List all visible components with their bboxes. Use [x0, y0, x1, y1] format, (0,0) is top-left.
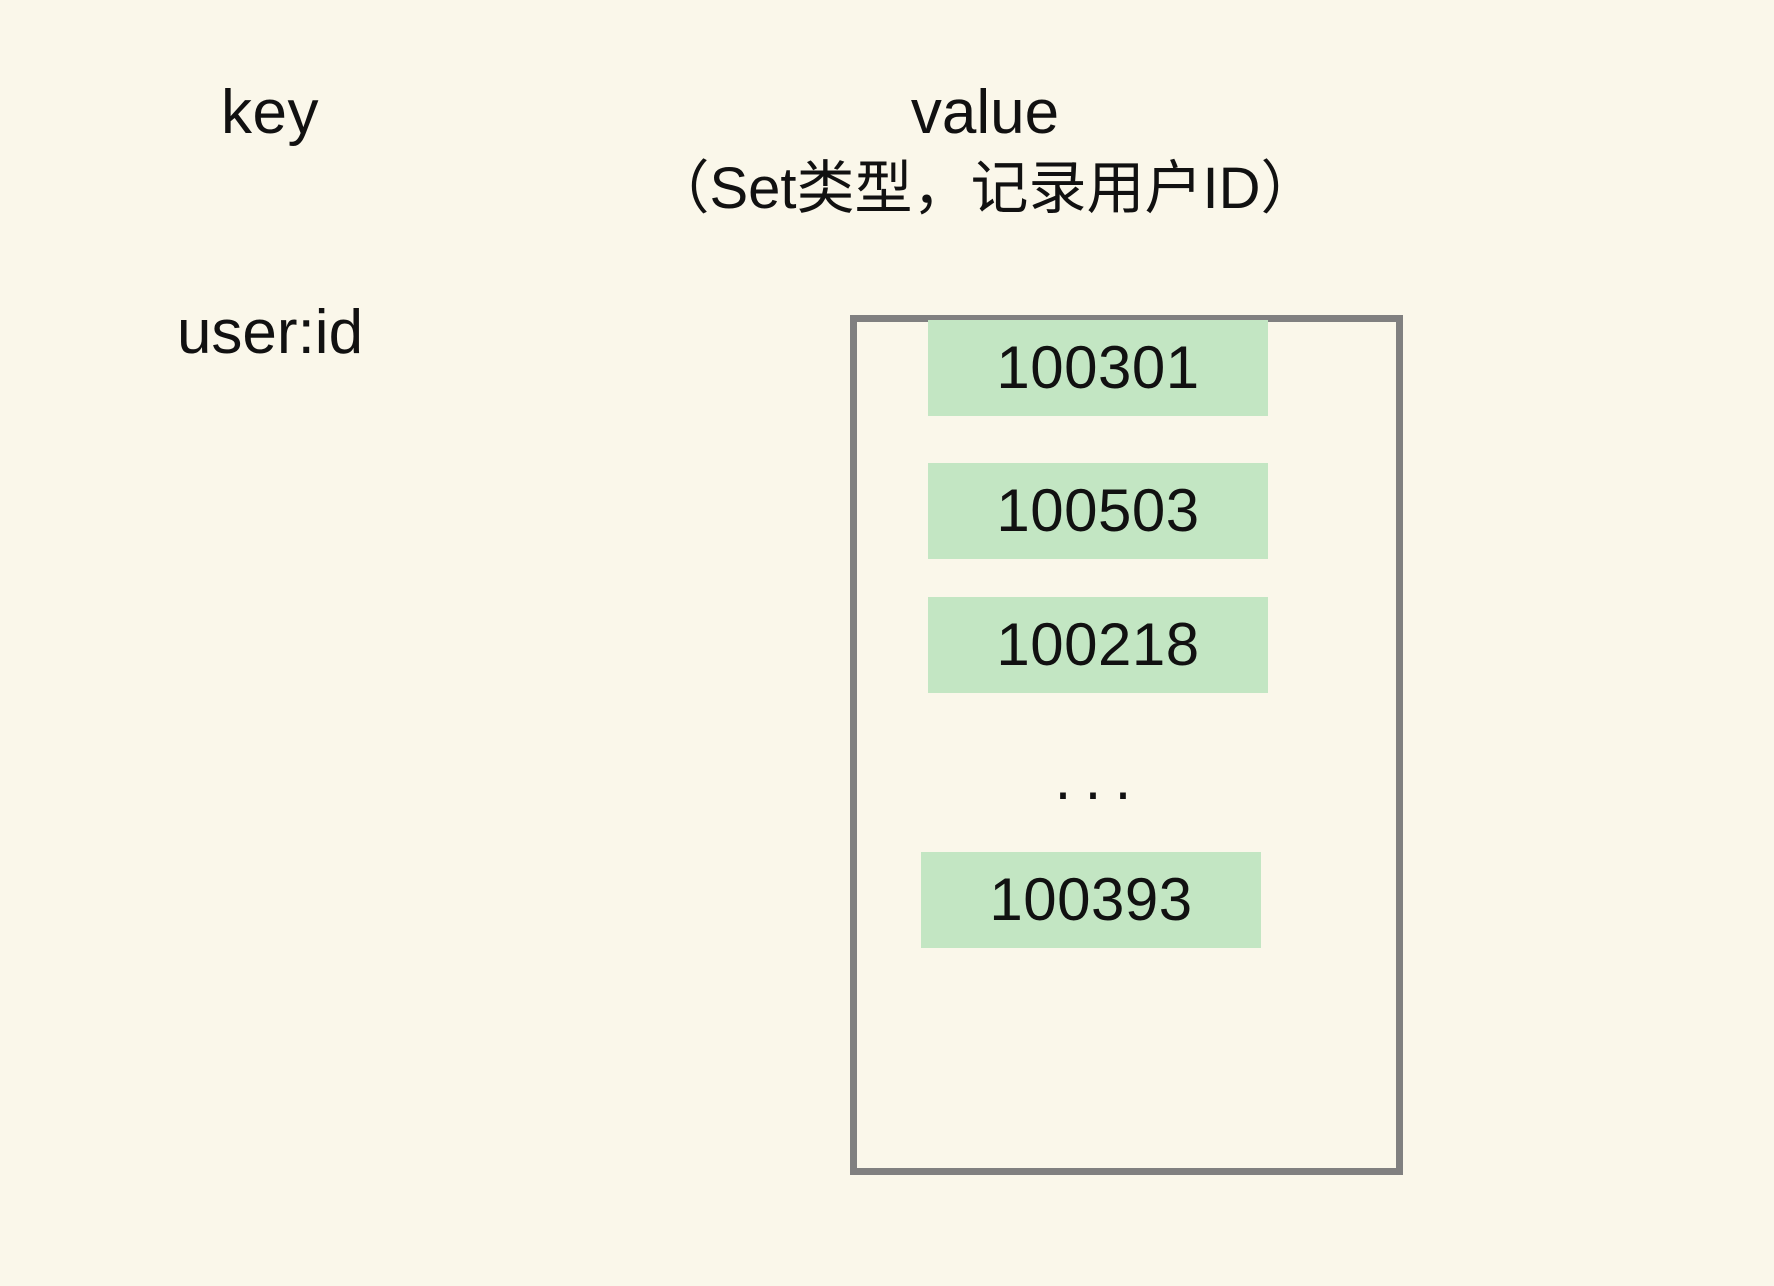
set-item-label: 100503 [996, 477, 1200, 544]
set-item: 100393 [921, 852, 1261, 948]
set-item: 100218 [928, 597, 1268, 693]
key-name-value: user:id [176, 298, 364, 367]
set-item-label: 100393 [989, 866, 1193, 933]
set-item: 100503 [928, 463, 1268, 559]
key-column-header: key [60, 80, 480, 145]
set-item: 100301 [928, 320, 1268, 416]
value-column-header: value （Set类型，记录用户ID） [620, 80, 1350, 226]
set-item-label: 100218 [996, 611, 1200, 678]
set-item-list: 100301 100503 100218 ··· 100393 [857, 320, 1396, 1168]
value-header-label: value [910, 78, 1060, 147]
set-container-box: 100301 100503 100218 ··· 100393 [850, 315, 1403, 1175]
set-item-label: 100301 [996, 334, 1200, 401]
key-header-label: key [221, 78, 319, 147]
set-ellipsis-label: ··· [1053, 758, 1143, 825]
value-subtitle-label: （Set类型，记录用户ID） [651, 156, 1319, 222]
